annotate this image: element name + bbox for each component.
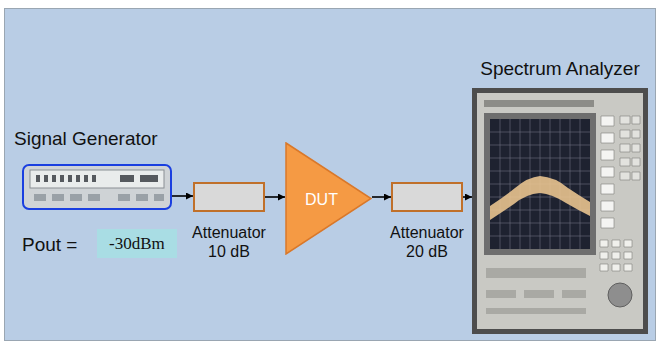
spectrum-analyzer: Spectrum Analyzer [472, 58, 648, 334]
attenuator-box-shape [193, 182, 265, 212]
signal-generator: Signal Generator [14, 128, 172, 210]
signal-arrow [265, 196, 285, 198]
keypad [600, 240, 632, 271]
signal-generator-shape [22, 164, 172, 210]
node-label: Attenuator 10 dB [187, 223, 271, 261]
signal-arrow [463, 196, 472, 198]
noise-trace [490, 176, 590, 220]
tuning-knob [608, 283, 632, 307]
key-block [620, 116, 640, 180]
screen-grid [490, 119, 590, 249]
analyzer-body [477, 93, 643, 329]
power-label: Pout = [22, 234, 77, 256]
attenuator-box: Attenuator 20 dB [385, 182, 469, 261]
triangle-fill [286, 143, 371, 254]
analyzer-frame [472, 88, 648, 334]
analyzer-screen [490, 119, 590, 249]
attenuator-box-shape [391, 182, 463, 212]
screen-bezel [484, 113, 596, 255]
lower-controls [486, 268, 586, 314]
node-label: Signal Generator [14, 128, 158, 150]
dut-amplifier-shape: DUT [285, 142, 372, 255]
softkey-column [601, 116, 614, 228]
node-label: Spectrum Analyzer [480, 58, 639, 80]
generator-display [30, 170, 164, 188]
generator-body [23, 165, 171, 209]
generator-buttons [34, 194, 164, 201]
display-marks [36, 175, 158, 182]
signal-generator-picture [23, 165, 171, 209]
attenuator-box: Attenuator 10 dB [187, 182, 271, 261]
spectrum-analyzer-shape [472, 88, 648, 334]
node-label: DUT [285, 189, 358, 208]
analyzer-top-strip [484, 100, 594, 107]
dut-amplifier: DUT [285, 142, 372, 255]
signal-arrow [372, 196, 391, 198]
signal-arrow [172, 195, 193, 197]
spectrum-analyzer-picture [472, 88, 648, 334]
node-label: Attenuator 20 dB [385, 223, 469, 261]
power-value: -30dBm [97, 229, 177, 258]
